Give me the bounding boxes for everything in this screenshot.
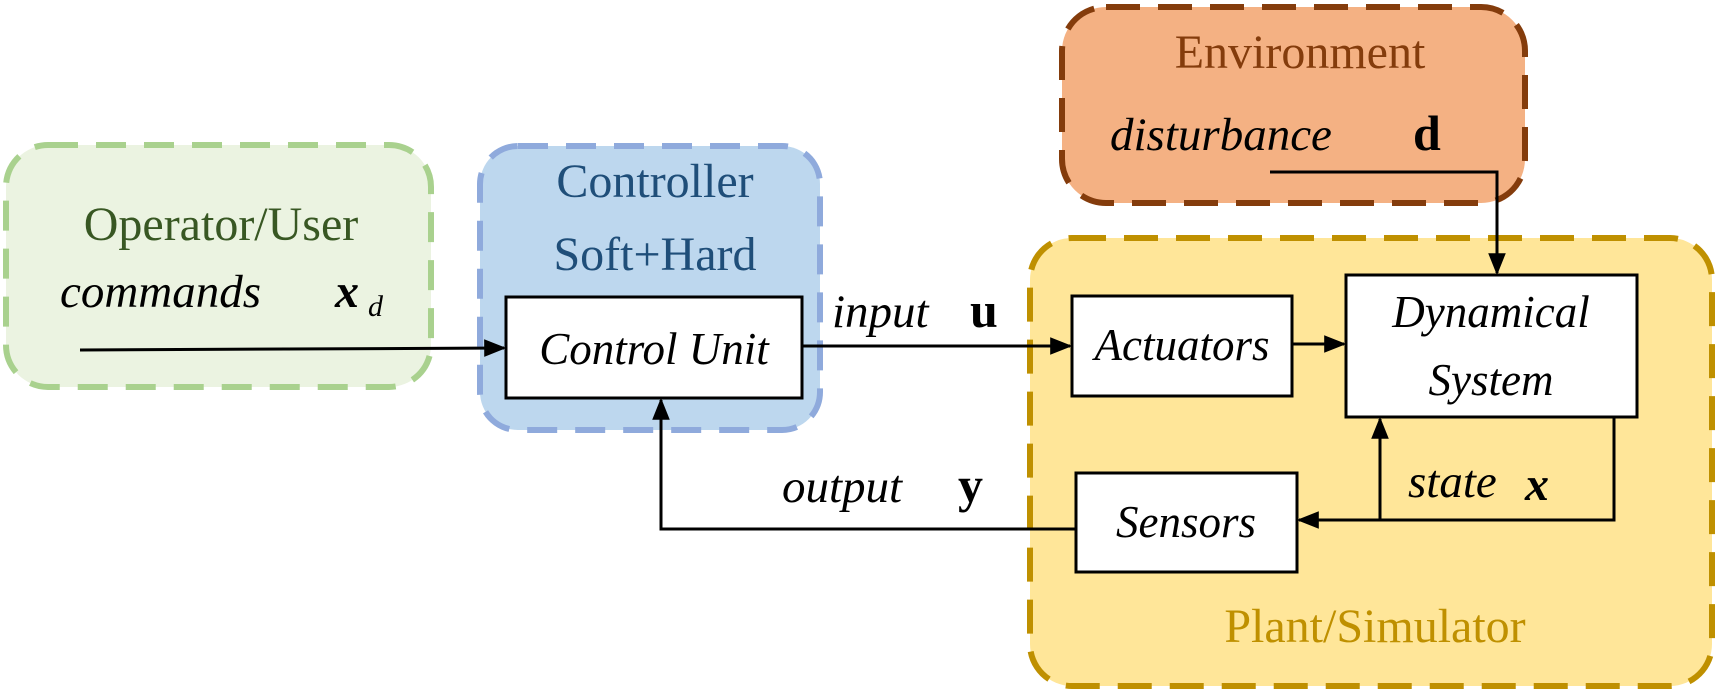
actuators-block: Actuators [1070,294,1294,398]
environment-region: Environment disturbance d [1059,4,1528,206]
state-line [1296,417,1616,529]
dynamical-system-box [1344,273,1639,419]
sensors-label: Sensors [1116,497,1256,547]
output-signal-label: output y [782,457,983,513]
input-label: input [832,286,930,338]
operator-commands-symbol: x [334,265,359,318]
dynamical-system-block: Dynamical System [1344,273,1639,419]
operator-commands-subscript: d [368,290,384,323]
environment-disturbance-symbol: d [1413,105,1441,161]
controller-title-line1: Controller [556,155,753,208]
output-symbol: y [958,457,983,513]
actuators-box [1070,294,1294,398]
commands-arrow [79,339,507,357]
state-label: state [1408,456,1497,508]
input-symbol: u [970,282,998,338]
environment-title: Environment [1175,26,1426,79]
state-signal-label: state x [1408,456,1549,511]
dynamical-system-label-line2: System [1429,355,1554,405]
controller-title-line2: Soft+Hard [553,228,756,281]
dynamical-system-label-line1: Dynamical [1391,287,1589,337]
sensors-box [1074,471,1299,574]
operator-commands-label: commands [60,266,261,318]
connections [79,170,1616,531]
control-unit-label: Control Unit [539,324,770,374]
actuators-label: Actuators [1092,320,1270,370]
operator-title: Operator/User [84,198,359,251]
output-arrow [652,397,1076,531]
environment-region-box [1059,4,1528,206]
output-label: output [782,461,903,513]
operator-region-box [3,142,434,390]
input-signal-label: input u [832,282,998,338]
control-unit-block: Control Unit [504,295,804,400]
state-symbol: x [1524,458,1549,511]
disturbance-arrow [1270,170,1506,276]
plant-title: Plant/Simulator [1224,600,1525,653]
environment-disturbance-label: disturbance [1110,109,1332,161]
sensors-block: Sensors [1074,471,1299,574]
operator-region: Operator/User commands x d [3,142,434,390]
